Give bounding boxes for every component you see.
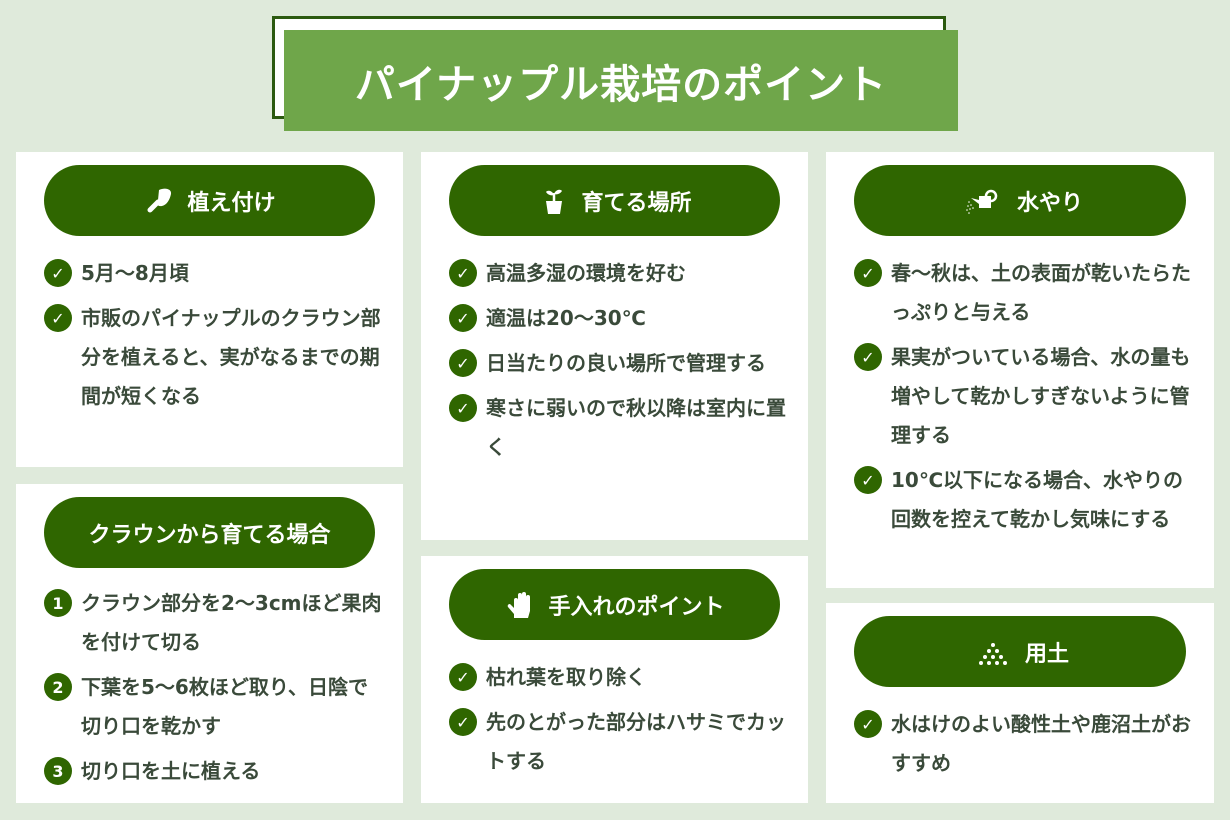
item-list: ✓5月〜8月頃 ✓市販のパイナップルのクラウン部分を植えると、実がなるまでの期間…: [44, 254, 383, 422]
list-item: ✓市販のパイナップルのクラウン部分を植えると、実がなるまでの期間が短くなる: [44, 299, 383, 416]
check-icon: ✓: [44, 304, 72, 332]
item-list: ✓春〜秋は、土の表面が乾いたらたっぷりと与える ✓果実がついている場合、水の量も…: [854, 254, 1194, 545]
list-item: ✓春〜秋は、土の表面が乾いたらたっぷりと与える: [854, 254, 1194, 332]
card-planting: 植え付け ✓5月〜8月頃 ✓市販のパイナップルのクラウン部分を植えると、実がなる…: [16, 152, 403, 467]
list-item: ✓日当たりの良い場所で管理する: [449, 344, 788, 383]
card-heading: 植え付け: [44, 165, 375, 236]
list-item: ✓水はけのよい酸性土や鹿沼土がおすすめ: [854, 705, 1194, 783]
card-watering: 水やり ✓春〜秋は、土の表面が乾いたらたっぷりと与える ✓果実がついている場合、…: [826, 152, 1214, 588]
card-soil: 用土 ✓水はけのよい酸性土や鹿沼土がおすすめ: [826, 603, 1214, 803]
check-icon: ✓: [449, 663, 477, 691]
list-item: ✓高温多湿の環境を好む: [449, 254, 788, 293]
check-icon: ✓: [854, 466, 882, 494]
card-heading: クラウンから育てる場合: [44, 497, 375, 568]
item-list: ✓高温多湿の環境を好む ✓適温は20〜30℃ ✓日当たりの良い場所で管理する ✓…: [449, 254, 788, 473]
list-item: ✓適温は20〜30℃: [449, 299, 788, 338]
card-heading: 用土: [854, 616, 1186, 687]
check-icon: ✓: [44, 259, 72, 287]
check-icon: ✓: [449, 394, 477, 422]
number-badge: 3: [44, 757, 72, 785]
glove-icon: [508, 591, 531, 618]
card-heading: 育てる場所: [449, 165, 780, 236]
page-title: パイナップル栽培のポイント: [284, 30, 958, 131]
card-heading: 水やり: [854, 165, 1186, 236]
item-list: ✓水はけのよい酸性土や鹿沼土がおすすめ: [854, 705, 1194, 789]
sprout-pot-icon: [546, 189, 563, 214]
list-item: ✓枯れ葉を取り除く: [449, 658, 788, 697]
list-item: ✓10℃以下になる場合、水やりの回数を控えて乾かし気味にする: [854, 461, 1194, 539]
item-list: ✓枯れ葉を取り除く ✓先のとがった部分はハサミでカットする: [449, 658, 788, 787]
list-item: ✓果実がついている場合、水の量も増やして乾かしすぎないように管理する: [854, 338, 1194, 455]
number-badge: 1: [44, 589, 72, 617]
watering-can-icon: [966, 189, 998, 214]
check-icon: ✓: [449, 349, 477, 377]
card-heading: 手入れのポイント: [449, 569, 780, 640]
card-location: 育てる場所 ✓高温多湿の環境を好む ✓適温は20〜30℃ ✓日当たりの良い場所で…: [421, 152, 808, 540]
check-icon: ✓: [449, 259, 477, 287]
number-badge: 2: [44, 673, 72, 701]
soil-icon: [978, 642, 1007, 665]
list-item: ✓先のとがった部分はハサミでカットする: [449, 703, 788, 781]
card-care: 手入れのポイント ✓枯れ葉を取り除く ✓先のとがった部分はハサミでカットする: [421, 556, 808, 803]
check-icon: ✓: [449, 304, 477, 332]
trowel-icon: [147, 188, 172, 212]
list-item: ✓寒さに弱いので秋以降は室内に置く: [449, 389, 788, 467]
check-icon: ✓: [854, 343, 882, 371]
check-icon: ✓: [449, 708, 477, 736]
check-icon: ✓: [854, 259, 882, 287]
check-icon: ✓: [854, 710, 882, 738]
list-item: ✓5月〜8月頃: [44, 254, 383, 293]
